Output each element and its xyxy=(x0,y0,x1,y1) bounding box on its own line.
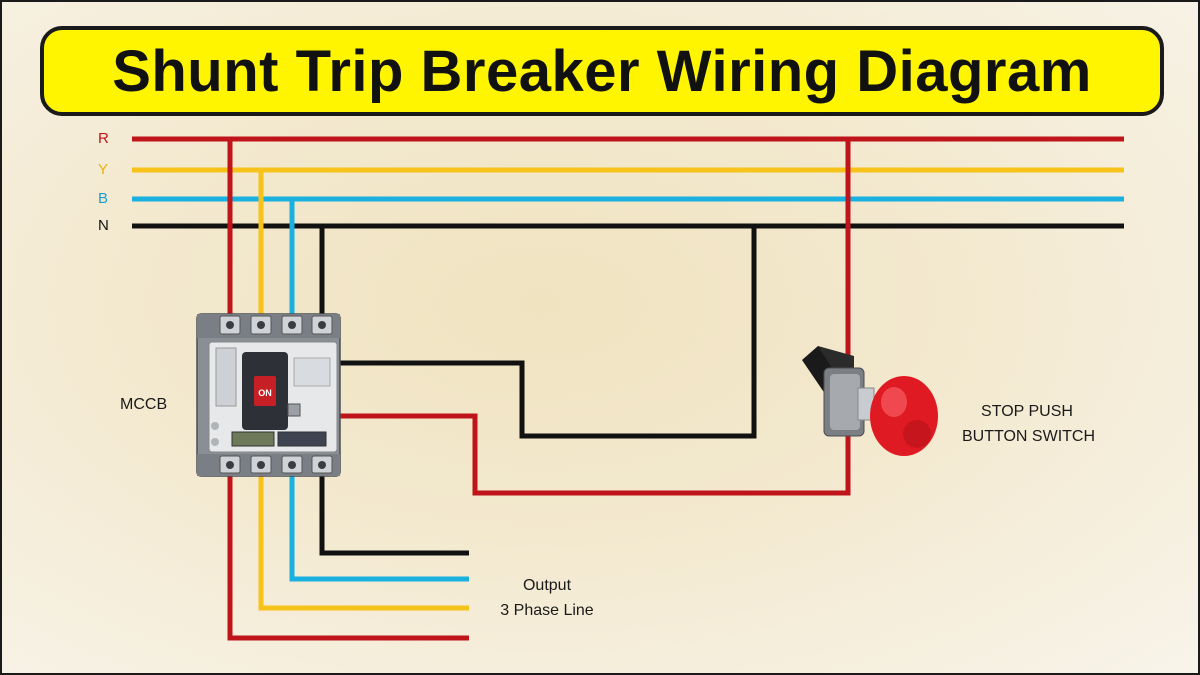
mccb-label: MCCB xyxy=(120,396,168,413)
top-terminals xyxy=(219,315,333,335)
output-label-line2: 3 Phase Line xyxy=(500,602,594,619)
stop-push-button xyxy=(802,346,938,456)
incoming-wires xyxy=(227,139,325,320)
stop-button-label-line1: STOP PUSH xyxy=(981,403,1073,420)
output-wires xyxy=(227,472,469,641)
b-output-wire xyxy=(289,472,469,582)
neutral-shunt-wire xyxy=(334,226,757,439)
n-output-wire xyxy=(319,472,469,556)
output-label-line1: Output xyxy=(522,577,572,594)
r-output-wire xyxy=(227,472,469,641)
title-banner: Shunt Trip Breaker Wiring Diagram xyxy=(40,26,1164,116)
b-line-label: B xyxy=(98,190,109,207)
y-output-wire xyxy=(258,472,469,611)
r-phase-shunt-wire xyxy=(334,139,851,496)
r-line-label: R xyxy=(98,130,109,147)
supply-busbars xyxy=(132,136,1124,229)
shunt-trip-circuit xyxy=(334,139,851,496)
output-label: Output 3 Phase Line xyxy=(482,573,612,623)
mccb-toggle-handle xyxy=(254,376,276,406)
mccb-breaker: ON xyxy=(196,313,341,477)
n-line-label: N xyxy=(98,217,109,234)
mushroom-head xyxy=(870,376,938,456)
y-line-label: Y xyxy=(98,161,109,178)
mccb-on-text: ON xyxy=(258,388,272,398)
stop-button-label: STOP PUSH BUTTON SWITCH xyxy=(962,399,1096,449)
diagram-title: Shunt Trip Breaker Wiring Diagram xyxy=(112,38,1092,104)
stop-button-label-line2: BUTTON SWITCH xyxy=(962,428,1096,445)
